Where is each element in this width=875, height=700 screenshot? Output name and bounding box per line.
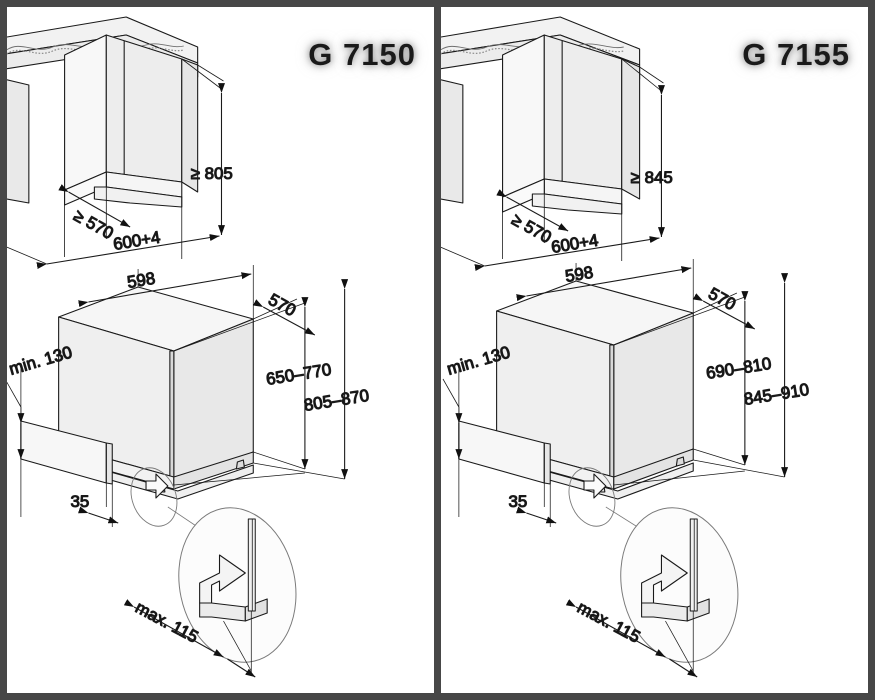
detail-callout-large-right: [620, 507, 739, 663]
dim-niche-width-left-label: 600+4: [112, 228, 162, 254]
drawing-right: ≥ 570 600+4 ≥ 845: [441, 16, 811, 678]
dim-niche-height-right-label: ≥ 845: [631, 168, 673, 187]
dim-niche-height-left-label: ≥ 805: [191, 164, 233, 183]
dim-panel-height-right-label: 690–810: [705, 354, 773, 383]
dim-plinth-depth-right: [565, 599, 698, 678]
dim-niche-height-right: [639, 66, 665, 237]
dim-appliance-width-right-label: 598: [564, 263, 595, 286]
adjacent-cabinet-right: [441, 79, 464, 204]
niche-left: [64, 34, 199, 208]
detail-callout-small-left: [130, 467, 198, 528]
drawing-left: ≥ 570 600+4 ≥ 805: [7, 16, 371, 678]
detail-callout-small-right: [568, 467, 638, 528]
panel-right: ≥ 570 600+4 ≥ 845: [441, 7, 868, 693]
model-title-right: G 7155: [742, 37, 850, 72]
dim-appliance-width-left-label: 598: [126, 269, 157, 292]
dim-plinth-offset-right: [515, 506, 557, 524]
dim-niche-width-right-label: 600+4: [550, 231, 600, 257]
dim-appliance-width-right: [516, 266, 692, 302]
model-title-left: G 7150: [308, 37, 416, 72]
dim-plinth-depth-left: [123, 599, 256, 678]
dim-niche-width-right: [441, 236, 660, 272]
dim-niche-height-left: [197, 64, 225, 235]
dim-plinth-min-left: [7, 381, 25, 459]
dim-appliance-width-left: [78, 272, 252, 308]
dim-niche-depth-left: [58, 184, 131, 228]
dim-total-height-left-label: 805–870: [303, 386, 371, 415]
panel-left: ≥ 570 600+4 ≥ 805: [7, 7, 434, 693]
dim-plinth-offset-left: [77, 506, 119, 524]
detail-callout-large-left: [178, 507, 297, 663]
dim-panel-height-left-label: 650–770: [265, 360, 333, 389]
dim-niche-width-left: [7, 234, 220, 270]
dim-total-height-right-label: 845–910: [743, 380, 811, 409]
dim-plinth-offset-left-label: 35: [71, 492, 90, 511]
dim-plinth-min-right: [442, 378, 463, 459]
dim-niche-depth-left-label: ≥ 570: [71, 206, 117, 243]
dim-plinth-offset-right-label: 35: [509, 492, 528, 511]
dim-niche-depth-right: [496, 189, 569, 232]
adjacent-cabinet-left: [7, 79, 30, 204]
dim-niche-depth-right-label: ≥ 570: [509, 210, 555, 247]
niche-right: [502, 34, 641, 215]
